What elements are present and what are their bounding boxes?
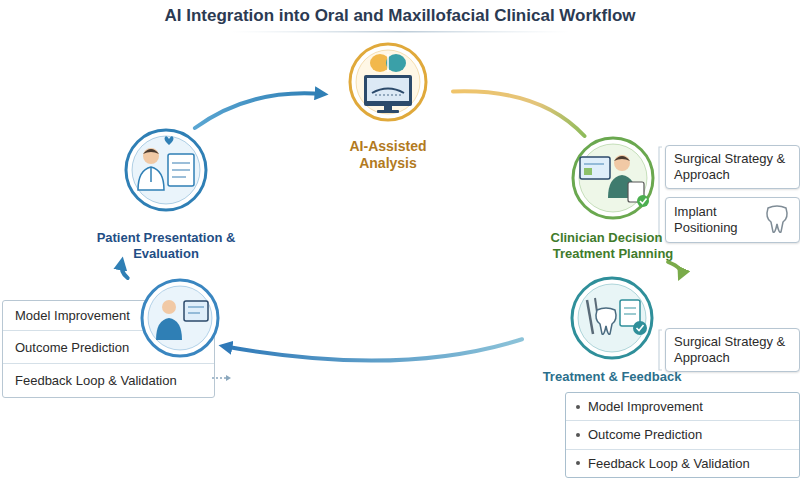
side-box: Implant Positioning (665, 197, 800, 243)
clinician-hair (614, 156, 630, 161)
box-text: Implant Positioning (674, 204, 769, 236)
clipboard-line (172, 169, 190, 171)
node-label: Feedback Loop & Validation (15, 373, 177, 388)
dotted-arrow (212, 377, 226, 378)
coat-line (150, 168, 152, 182)
circle-ring (572, 278, 652, 358)
doctor-head (143, 148, 159, 164)
clipboard-line (172, 162, 190, 164)
side-box: Surgical Strategy & Approach (665, 328, 800, 372)
xray-teeth (375, 94, 401, 96)
diagram-title: AI Integration into Oral and Maxillofaci… (0, 6, 800, 26)
flow-arrow (195, 93, 323, 128)
monitor-base (377, 110, 399, 113)
clipboard-line (172, 176, 186, 178)
dental-instrument (595, 298, 597, 312)
circle-ring (573, 138, 653, 218)
circle-inner (356, 50, 420, 114)
tablet (628, 182, 644, 202)
bullet-dot (576, 405, 580, 409)
clipboard (620, 300, 640, 326)
flow-arrow (453, 91, 585, 136)
doctor-coat (138, 167, 164, 190)
flow-arrow (224, 339, 522, 360)
bullet-dot (576, 433, 580, 437)
monitor (580, 157, 610, 179)
heart-symbol (165, 136, 174, 145)
stage-label: AI-Assisted Analysis (333, 138, 443, 172)
node-label: Surgical Strategy & Approach (674, 334, 791, 366)
bullet-dot (576, 461, 580, 465)
check-badge (637, 195, 649, 207)
stage-label: Patient Presentation & Evaluation (91, 230, 241, 262)
list-row: Outcome Prediction (566, 420, 799, 448)
panel-row: Feedback Loop & Validation (3, 363, 214, 397)
xray-jaw (372, 89, 404, 94)
list-box: Model ImprovementOutcome PredictionFeedb… (565, 392, 800, 478)
screen-line (188, 312, 200, 314)
node-label: Implant Positioning (674, 204, 769, 236)
monitor-stand (384, 106, 392, 110)
person-body (156, 318, 182, 340)
screen-line (584, 163, 604, 165)
node-label: Model Improvement (588, 399, 703, 414)
person-head (162, 300, 176, 314)
monitor (184, 301, 208, 321)
node-label: AI-Assisted Analysis (333, 138, 443, 172)
stage-circle (81, 128, 251, 212)
tooth-symbol (767, 206, 787, 232)
list-row: Model Improvement (566, 393, 799, 420)
stage-circle (140, 278, 220, 358)
brain-lobe (386, 54, 406, 72)
node-label: Patient Presentation & Evaluation (91, 230, 241, 262)
stage-circle (323, 42, 453, 122)
screen-line (188, 306, 204, 308)
group-bracket (659, 330, 662, 370)
group-bracket (659, 147, 662, 241)
clipboard-line (624, 313, 636, 315)
flow-arrow (121, 262, 127, 278)
node-label: Outcome Prediction (588, 427, 702, 442)
doctor-hair (143, 149, 159, 154)
node-label: Outcome Prediction (15, 340, 129, 355)
circle-inner (578, 284, 646, 352)
stage-node: Patient Presentation & Evaluation (81, 128, 251, 262)
feedback-panel: Model ImprovementOutcome PredictionFeedb… (0, 278, 224, 400)
stage-node: AI-Assisted Analysis (323, 42, 453, 172)
title-rule (230, 31, 570, 33)
monitor-frame (364, 75, 412, 106)
clinician-body (608, 175, 636, 198)
circle-inner (579, 144, 647, 212)
brain-divide (387, 54, 389, 72)
dotted-arrow-head (226, 375, 231, 381)
flow-arrow (668, 262, 681, 276)
dental-instrument (587, 300, 593, 334)
box-text: Surgical Strategy & Approach (674, 151, 791, 183)
check-mark (640, 199, 647, 204)
node-label: Model Improvement (15, 308, 130, 323)
circle-inner (148, 286, 212, 350)
check-mark (637, 325, 644, 331)
node-label: Feedback Loop & Validation (588, 456, 750, 471)
monitor-screen (367, 78, 409, 101)
side-box: Surgical Strategy & Approach (665, 145, 800, 189)
node-label: Surgical Strategy & Approach (674, 151, 791, 183)
brain-lobe (370, 54, 390, 72)
screen-check (584, 168, 592, 175)
clipboard-line (624, 307, 636, 309)
circle-ring (126, 130, 206, 210)
circle-ring (142, 280, 218, 356)
clinician-head (614, 155, 630, 171)
circle-ring (350, 44, 426, 120)
tooth-symbol (596, 308, 616, 334)
circle-inner (132, 136, 200, 204)
box-text: Surgical Strategy & Approach (674, 334, 791, 366)
check-badge (633, 321, 647, 335)
clipboard (168, 154, 194, 186)
list-row: Feedback Loop & Validation (566, 449, 799, 477)
